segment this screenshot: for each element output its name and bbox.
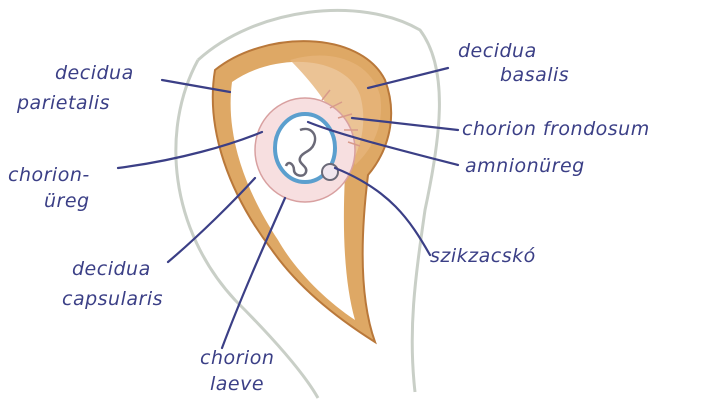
label-decidua-parietalis-line1: decidua bbox=[55, 62, 134, 84]
label-decidua-parietalis: decidua parietalis bbox=[55, 62, 134, 114]
yolk-sac bbox=[322, 164, 338, 180]
label-decidua-capsularis-line1: decidua bbox=[72, 258, 163, 280]
label-chorion-laeve-line2: laeve bbox=[210, 373, 274, 395]
label-amnionureg: amnionüreg bbox=[465, 155, 585, 177]
label-chorion-laeve: chorion laeve bbox=[200, 347, 274, 395]
label-chorion-frondosum: chorion frondosum bbox=[462, 118, 650, 140]
label-decidua-basalis: decidua basalis bbox=[458, 40, 569, 86]
label-decidua-basalis-line2: basalis bbox=[500, 64, 569, 86]
label-decidua-capsularis: decidua capsularis bbox=[72, 258, 163, 310]
label-szikzacsko: szikzacskó bbox=[430, 245, 536, 267]
label-chorion-ureg-line2: üreg bbox=[44, 190, 90, 212]
label-decidua-parietalis-line2: parietalis bbox=[17, 92, 134, 114]
label-chorion-ureg-line1: chorion- bbox=[8, 164, 90, 186]
label-chorion-ureg: chorion- üreg bbox=[8, 164, 90, 212]
label-decidua-basalis-line1: decidua bbox=[458, 40, 569, 62]
label-chorion-laeve-line1: chorion bbox=[200, 347, 274, 369]
label-decidua-capsularis-line2: capsularis bbox=[62, 288, 163, 310]
